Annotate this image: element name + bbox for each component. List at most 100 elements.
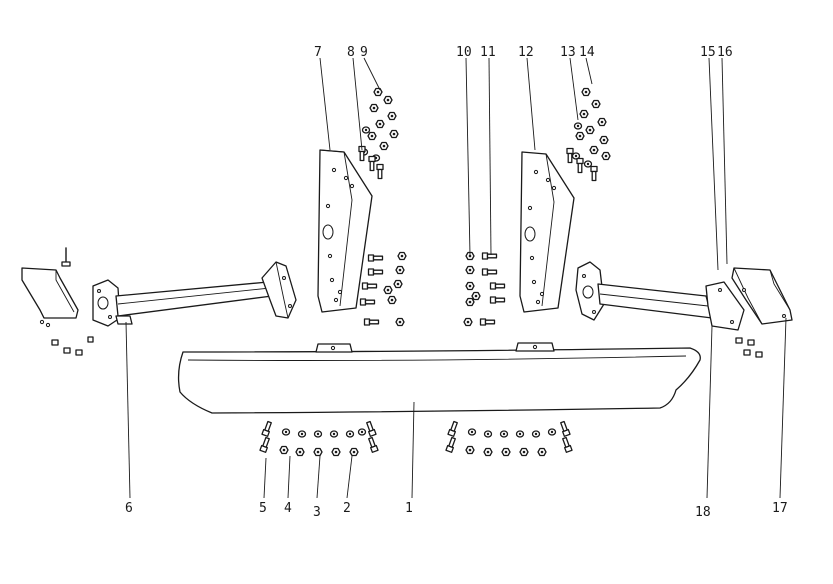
callout-5: 5	[259, 501, 267, 516]
left-support-arm	[92, 261, 297, 327]
bumper-beam	[177, 342, 701, 414]
washer-hole	[348, 432, 352, 436]
fastener-set	[259, 87, 611, 457]
washer-hole	[574, 154, 578, 158]
callout-11: 11	[480, 45, 496, 60]
washer-hole	[518, 432, 522, 436]
bolt-icon	[489, 282, 506, 290]
callout-18: 18	[695, 505, 711, 520]
washer-hole	[586, 162, 590, 166]
callout-2: 2	[343, 501, 351, 516]
nut-hole	[592, 148, 596, 152]
nut-hole	[372, 106, 376, 110]
nut-hole	[370, 134, 374, 138]
nut-hole	[594, 102, 598, 106]
bolt-icon	[259, 436, 270, 453]
left-end-bracket	[21, 247, 94, 356]
nut-hole	[398, 268, 402, 272]
nut-hole	[522, 450, 526, 454]
washer-hole	[332, 432, 336, 436]
nut-hole	[474, 294, 478, 298]
bolt-icon	[445, 436, 456, 453]
nut-hole	[540, 450, 544, 454]
washer-hole	[364, 128, 368, 132]
bolt-icon	[261, 420, 272, 437]
callout-17: 17	[772, 501, 788, 516]
bolt-icon	[479, 318, 496, 326]
nut-hole	[376, 90, 380, 94]
bolt-icon	[481, 268, 498, 276]
bolt-icon	[447, 420, 458, 437]
bolt-icon	[590, 165, 598, 182]
nut-hole	[390, 298, 394, 302]
leader-lines	[125, 57, 787, 499]
washer-hole	[360, 430, 364, 434]
nut-hole	[604, 154, 608, 158]
washer-hole	[300, 432, 304, 436]
callout-4: 4	[284, 501, 292, 516]
callout-9: 9	[360, 45, 368, 60]
washer-hole	[534, 432, 538, 436]
nut-hole	[352, 450, 356, 454]
nut-hole	[400, 254, 404, 258]
bolt-icon	[367, 268, 384, 276]
bolt-icon	[576, 157, 584, 174]
bolt-icon	[363, 318, 380, 326]
nut-hole	[468, 268, 472, 272]
bolt-icon	[566, 147, 574, 164]
bolt-icon	[367, 254, 384, 262]
washer-hole	[284, 430, 288, 434]
callout-16: 16	[717, 45, 733, 60]
nut-hole	[582, 112, 586, 116]
right-vertical-bracket	[519, 151, 575, 313]
nut-hole	[282, 448, 286, 452]
right-support-arm	[575, 261, 745, 331]
nut-hole	[390, 114, 394, 118]
nut-hole	[392, 132, 396, 136]
nut-hole	[334, 450, 338, 454]
nut-hole	[378, 122, 382, 126]
bolt-icon	[368, 436, 379, 453]
nut-hole	[468, 254, 472, 258]
nut-hole	[504, 450, 508, 454]
nut-hole	[316, 450, 320, 454]
callout-14: 14	[579, 45, 595, 60]
nut-hole	[584, 90, 588, 94]
washer-hole	[470, 430, 474, 434]
nut-hole	[396, 282, 400, 286]
bolt-icon	[376, 163, 384, 180]
bolt-icon	[562, 436, 573, 453]
callout-12: 12	[518, 45, 534, 60]
washer-hole	[550, 430, 554, 434]
bolt-icon	[489, 296, 506, 304]
nut-hole	[468, 448, 472, 452]
bolt-icon	[361, 282, 378, 290]
callout-7: 7	[314, 45, 322, 60]
right-end-bracket	[731, 267, 793, 358]
nut-hole	[386, 98, 390, 102]
nut-hole	[578, 134, 582, 138]
callout-3: 3	[313, 505, 321, 520]
washer-hole	[502, 432, 506, 436]
bolt-icon	[366, 420, 377, 437]
nut-hole	[468, 284, 472, 288]
callout-13: 13	[560, 45, 576, 60]
left-vertical-bracket	[317, 149, 373, 313]
nut-hole	[486, 450, 490, 454]
bolt-icon	[359, 298, 376, 306]
callout-labels: 7 8 9 10 11 12 13 14 15 16 6 5 4 3 2 1 1…	[125, 45, 788, 520]
bolt-icon	[481, 252, 498, 260]
callout-15: 15	[700, 45, 716, 60]
nut-hole	[600, 120, 604, 124]
nut-hole	[298, 450, 302, 454]
nut-hole	[386, 288, 390, 292]
callout-8: 8	[347, 45, 355, 60]
nut-hole	[382, 144, 386, 148]
callout-6: 6	[125, 501, 133, 516]
nut-hole	[468, 300, 472, 304]
washer-hole	[576, 124, 580, 128]
nut-hole	[398, 320, 402, 324]
nut-hole	[588, 128, 592, 132]
bolt-icon	[560, 420, 571, 437]
nut-hole	[602, 138, 606, 142]
